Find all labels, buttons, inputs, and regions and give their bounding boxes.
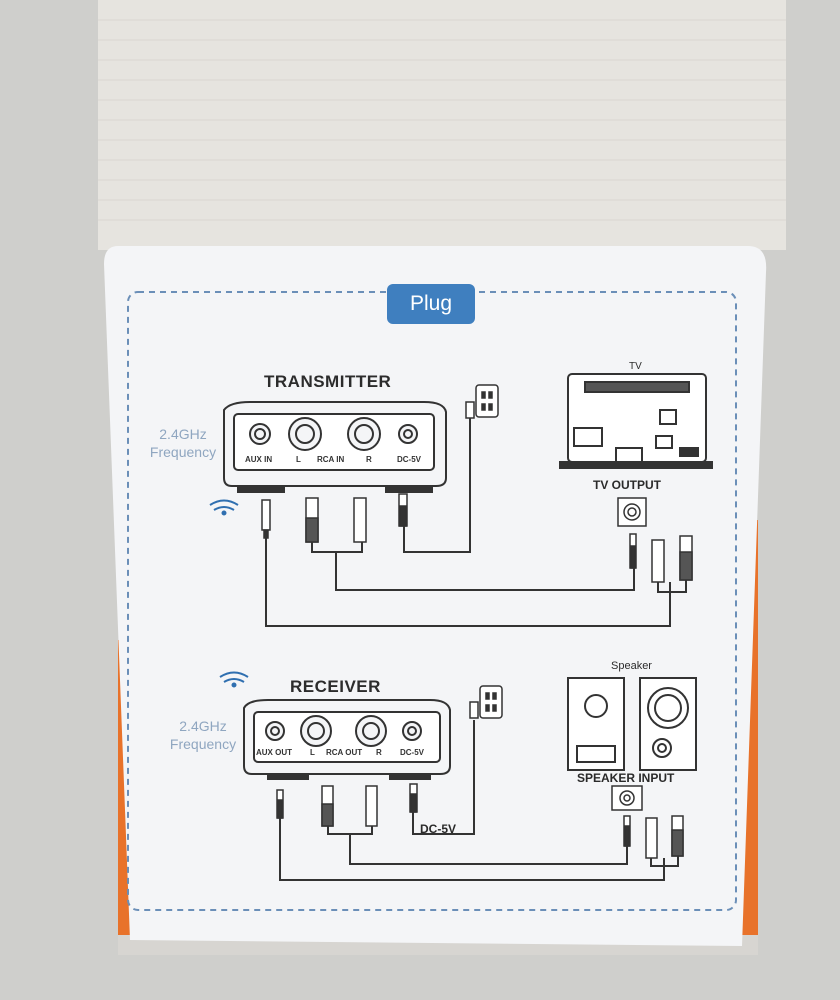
receiver-freq-value: 2.4GHz	[179, 718, 227, 734]
port-rca-out: RCA OUT	[326, 748, 363, 757]
wireless-icon-receiver	[219, 671, 249, 688]
receiver-freq-label: Frequency	[169, 736, 237, 752]
transmitter-title: TRANSMITTER	[264, 372, 392, 391]
plug-badge: Plug	[387, 284, 475, 324]
tv-output-label: TV OUTPUT	[593, 478, 661, 492]
receiver-cables	[279, 720, 679, 881]
tv-label: TV	[629, 361, 642, 372]
receiver-title: RECEIVER	[290, 677, 381, 696]
port-aux-in: AUX IN	[245, 455, 273, 464]
power-outlet-receiver	[469, 685, 503, 719]
port-dc-5v: DC-5V	[397, 455, 422, 464]
transmitter-plugs	[261, 493, 408, 543]
wireless-icon	[209, 499, 239, 516]
transmitter-frequency: 2.4GHz Frequency	[142, 425, 224, 461]
transmitter-freq-label: Frequency	[149, 444, 217, 460]
speaker-devices	[567, 677, 697, 771]
speaker-input-jack	[611, 785, 643, 811]
power-outlet	[465, 384, 499, 419]
dc-5v-cable-label: DC-5V	[420, 822, 457, 836]
transmitter-device	[223, 401, 447, 493]
tv-plugs	[629, 533, 693, 583]
speaker-input-label: SPEAKER INPUT	[577, 771, 675, 785]
transmitter-freq-value: 2.4GHz	[159, 426, 207, 442]
receiver-device	[243, 699, 451, 780]
receiver-frequency: 2.4GHz Frequency	[162, 717, 244, 753]
port-l-mark-receiver: L	[310, 748, 315, 757]
port-r-mark-receiver: R	[376, 748, 382, 757]
port-aux-out: AUX OUT	[256, 748, 292, 757]
tv-output-jack	[617, 497, 647, 527]
cardboard-lid	[98, 0, 786, 250]
dashed-border	[127, 291, 737, 911]
port-dc-5v-receiver: DC-5V	[400, 748, 425, 757]
transmitter-cables	[265, 418, 687, 627]
tv-device	[559, 373, 713, 469]
instruction-card	[104, 246, 767, 946]
port-r-mark: R	[366, 455, 372, 464]
speaker-label: Speaker	[611, 660, 652, 672]
port-rca-in: RCA IN	[317, 455, 345, 464]
port-l-mark: L	[296, 455, 301, 464]
